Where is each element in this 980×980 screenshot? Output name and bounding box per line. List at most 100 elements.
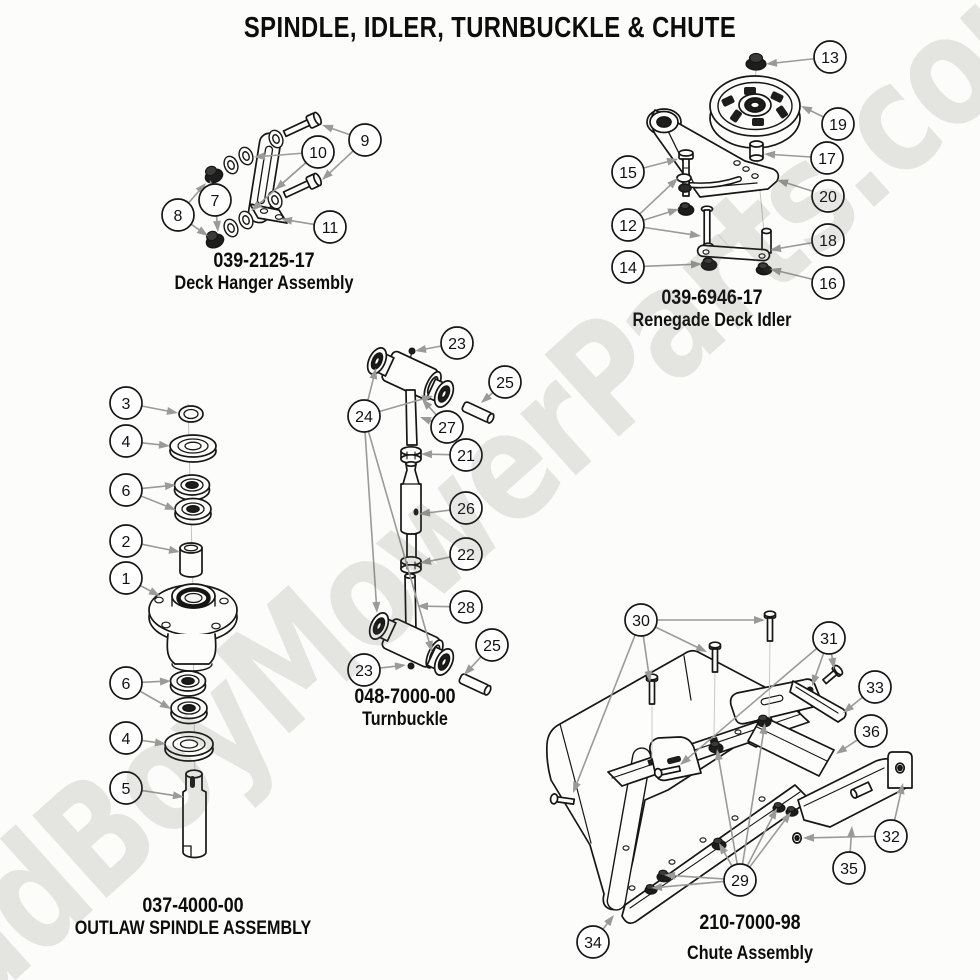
- leader-line: [777, 270, 813, 281]
- leader-arrowhead: [481, 392, 492, 403]
- leader-line: [658, 880, 725, 889]
- callout-28: 28: [449, 590, 483, 624]
- leader-arrowhead: [322, 169, 333, 180]
- svg-text:9: 9: [361, 133, 370, 150]
- leader-arrowhead: [164, 482, 176, 491]
- leader-line: [643, 160, 671, 169]
- leader-line: [367, 431, 431, 645]
- callout-5: 5: [109, 771, 143, 805]
- leader-line: [256, 161, 307, 207]
- leader-arrowhead: [425, 640, 433, 652]
- leader-line: [187, 188, 202, 204]
- leader-lines: [139, 57, 905, 930]
- leader-arrowhead: [421, 450, 433, 459]
- callout-36: 36: [854, 714, 888, 748]
- svg-text:12: 12: [619, 218, 637, 235]
- leader-line: [379, 665, 399, 669]
- figure-renegade-deck-idler: [646, 52, 801, 276]
- svg-text:3: 3: [122, 396, 131, 413]
- svg-text:23: 23: [355, 663, 373, 680]
- svg-text:15: 15: [619, 165, 637, 182]
- leader-arrowhead: [154, 738, 166, 747]
- leader-arrowhead: [464, 664, 475, 675]
- leader-line: [141, 789, 177, 797]
- svg-text:1: 1: [122, 571, 131, 588]
- leader-line: [717, 756, 739, 865]
- leader-arrowhead: [372, 601, 381, 613]
- leader-line: [642, 635, 650, 675]
- callout-29: 29: [723, 863, 757, 897]
- svg-text:36: 36: [862, 724, 880, 741]
- leader-arrowhead: [196, 226, 208, 236]
- svg-text:4: 4: [122, 731, 131, 748]
- leader-arrowhead: [667, 178, 678, 189]
- leader-line: [746, 814, 775, 867]
- leader-line: [424, 605, 451, 608]
- svg-text:31: 31: [820, 631, 838, 648]
- leader-arrowhead: [419, 508, 431, 517]
- leader-arrowhead: [417, 602, 429, 611]
- leader-arrowhead: [690, 260, 702, 269]
- svg-text:33: 33: [866, 680, 884, 697]
- svg-text:4: 4: [122, 434, 131, 451]
- assembly-label-renegade-deck-idler: 039-6946-17 Renegade Deck Idler: [633, 286, 792, 331]
- callout-4: 4: [109, 424, 143, 458]
- leader-line: [141, 680, 164, 684]
- leader-arrowhead: [322, 124, 334, 133]
- leader-line: [893, 790, 903, 821]
- leader-line: [139, 690, 165, 706]
- leader-arrowhead: [843, 702, 855, 713]
- leader-line: [671, 874, 725, 880]
- leader-line: [784, 181, 813, 192]
- part-number: 210-7000-98: [699, 911, 801, 934]
- callout-33: 33: [858, 670, 892, 704]
- callout-4: 4: [109, 721, 143, 755]
- leader-arrowhead: [254, 152, 266, 161]
- assembly-label-turnbuckle: 048-7000-00 Turnbuckle: [354, 685, 455, 730]
- svg-text:20: 20: [819, 189, 837, 206]
- assembly-name: Deck Hanger Assembly: [174, 272, 354, 294]
- leader-line: [141, 405, 171, 413]
- svg-text:5: 5: [122, 781, 131, 798]
- leader-arrowhead: [422, 399, 433, 410]
- svg-text:2: 2: [122, 534, 131, 551]
- leader-arrowhead: [644, 670, 653, 682]
- leader-line: [367, 375, 375, 401]
- svg-text:11: 11: [322, 220, 339, 237]
- callout-26: 26: [449, 491, 483, 525]
- leader-arrowhead: [159, 700, 171, 709]
- callout-25: 25: [475, 628, 509, 662]
- svg-text:25: 25: [483, 638, 501, 655]
- callout-13: 13: [813, 40, 847, 74]
- callout-11: 11: [313, 210, 347, 244]
- svg-text:25: 25: [496, 375, 514, 392]
- leader-arrowhead: [158, 440, 170, 449]
- part-number: 039-2125-17: [213, 249, 315, 272]
- callout-23: 23: [440, 326, 474, 360]
- leader-arrowhead: [420, 417, 432, 425]
- leader-arrowhead: [836, 744, 848, 754]
- leader-arrowhead: [768, 808, 777, 820]
- figure-outlaw-spindle-assembly: [148, 403, 238, 859]
- leader-arrowhead: [801, 106, 813, 115]
- leader-arrowhead: [759, 723, 768, 735]
- callout-32: 32: [874, 819, 908, 853]
- leader-line: [141, 543, 173, 552]
- leader-arrowhead: [573, 781, 581, 793]
- callout-27: 27: [430, 410, 464, 444]
- svg-text:28: 28: [457, 600, 475, 617]
- svg-text:35: 35: [840, 861, 858, 878]
- leader-arrowhead: [777, 179, 789, 188]
- leader-arrowhead: [212, 220, 221, 232]
- leader-arrowhead: [166, 406, 178, 415]
- assembly-name: OUTLAW SPINDLE ASSEMBLY: [74, 917, 312, 939]
- leader-line: [685, 647, 818, 761]
- leader-arrowhead: [811, 674, 820, 686]
- svg-text:17: 17: [818, 151, 836, 168]
- svg-text:14: 14: [619, 260, 637, 277]
- leader-line: [327, 150, 354, 176]
- callout-31: 31: [812, 621, 846, 655]
- assembly-label-chute: 210-7000-98 Chute Assembly: [687, 911, 813, 964]
